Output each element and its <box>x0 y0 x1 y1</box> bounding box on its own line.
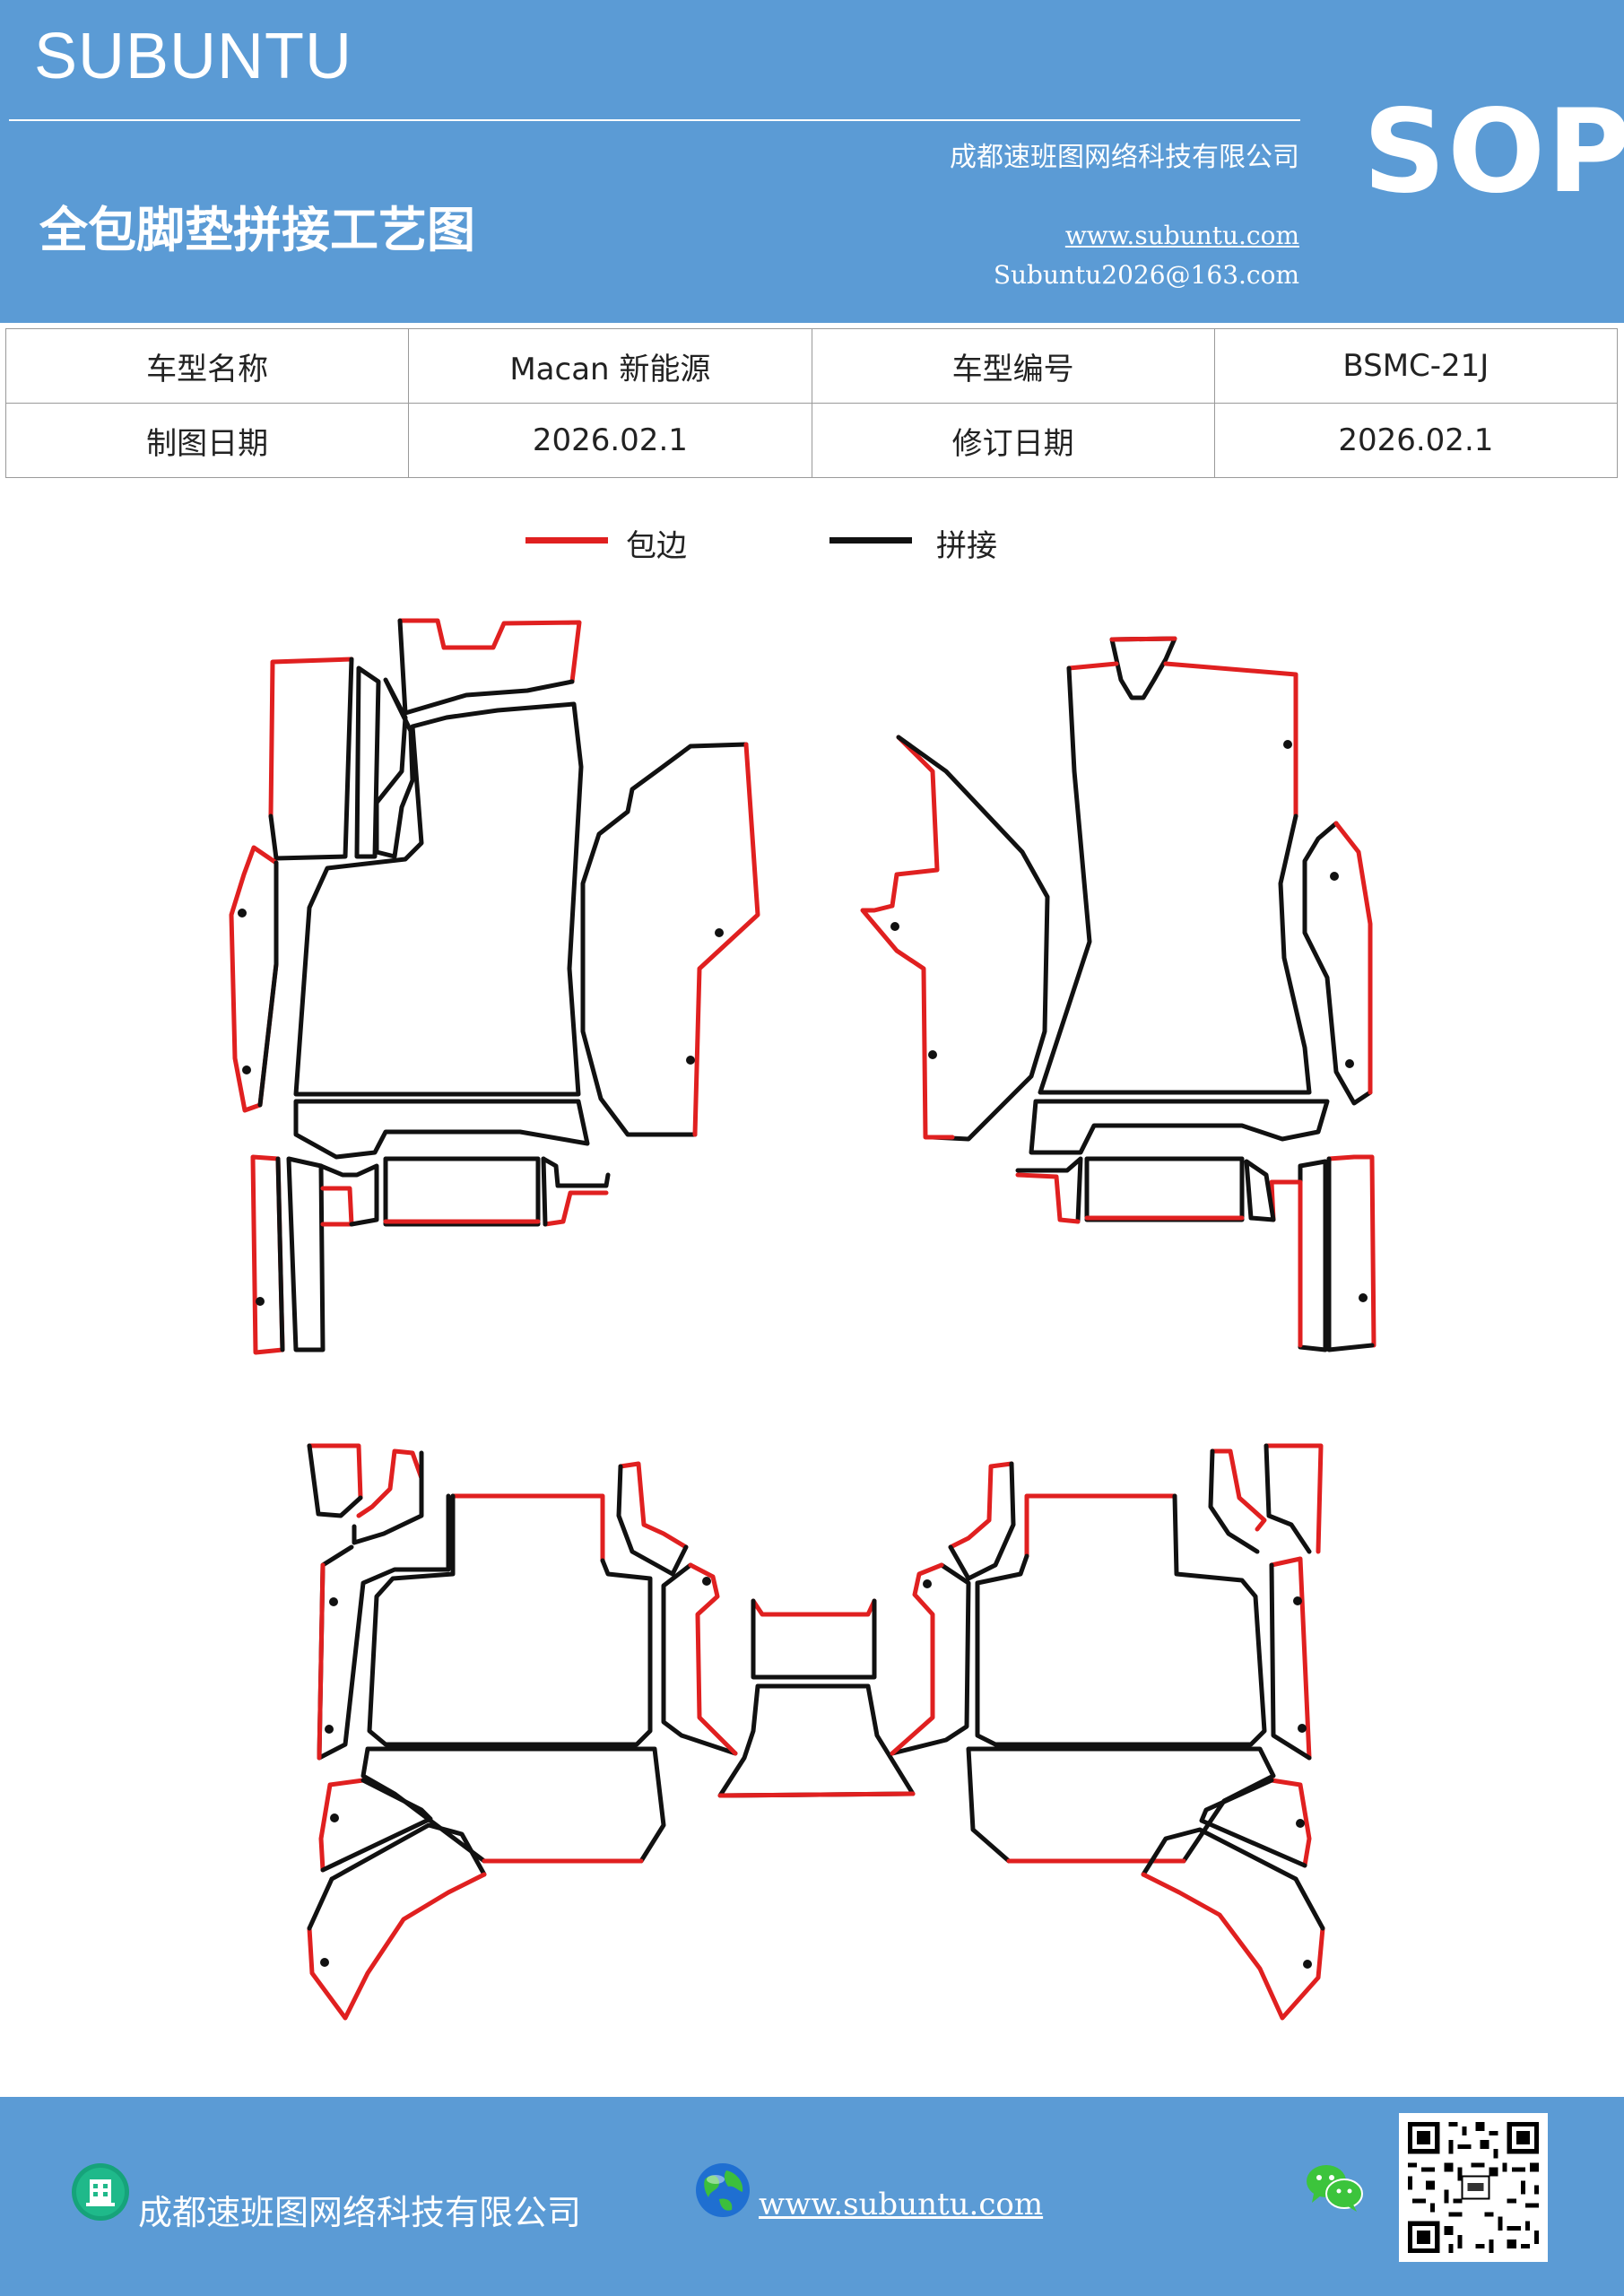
legend: 包边 拼接 <box>0 525 1624 570</box>
header-banner: SUBUNTU 成都速班图网络科技有限公司 全包脚垫拼接工艺图 www.subu… <box>0 0 1624 323</box>
sop-label: SOP <box>1363 85 1624 219</box>
footer-company-name: 成都速班图网络科技有限公司 <box>138 2193 582 2232</box>
mat-rear-center <box>717 1598 916 1798</box>
table-cell: 修订日期 <box>811 403 1215 478</box>
mat-rear-left <box>307 1443 738 2021</box>
vehicle-info-table: 车型名称 Macan 新能源 车型编号 BSMC-21J 制图日期 2026.0… <box>4 328 1619 478</box>
mat-front-left <box>229 618 760 1355</box>
legend-edge-label: 包边 <box>626 528 687 564</box>
footer-banner: 成都速班图网络科技有限公司 www.subuntu.com <box>0 2097 1624 2296</box>
header-divider <box>9 119 1300 121</box>
mat-front-right <box>860 636 1376 1352</box>
table-row: 制图日期 2026.02.1 修订日期 2026.02.1 <box>4 403 1619 478</box>
table-cell: 2026.02.1 <box>1213 403 1619 478</box>
table-cell: 2026.02.1 <box>408 403 812 478</box>
footer-website-link[interactable]: www.subuntu.com <box>759 2187 1044 2222</box>
email-address: Subuntu2026@163.com <box>993 260 1299 290</box>
company-name: 成都速班图网络科技有限公司 <box>950 142 1299 173</box>
building-icon <box>72 2163 129 2221</box>
table-cell: BSMC-21J <box>1213 328 1619 404</box>
table-cell: 制图日期 <box>4 403 410 478</box>
website-link[interactable]: www.subuntu.com <box>1064 221 1299 250</box>
mat-rear-right <box>890 1443 1325 2021</box>
table-row: 车型名称 Macan 新能源 车型编号 BSMC-21J <box>4 328 1619 404</box>
brand-name: SUBUNTU <box>34 21 353 92</box>
legend-edge-swatch <box>525 537 608 544</box>
qr-code[interactable] <box>1399 2113 1548 2262</box>
globe-icon <box>696 2163 750 2217</box>
document-title: 全包脚垫拼接工艺图 <box>39 201 475 258</box>
legend-join-swatch <box>829 537 912 544</box>
legend-join-label: 拼接 <box>936 528 997 564</box>
table-cell: 车型编号 <box>811 328 1215 404</box>
table-cell: Macan 新能源 <box>408 328 812 404</box>
floor-mat-diagram <box>229 618 1376 2021</box>
wechat-icon <box>1307 2165 1363 2212</box>
table-cell: 车型名称 <box>4 328 410 404</box>
